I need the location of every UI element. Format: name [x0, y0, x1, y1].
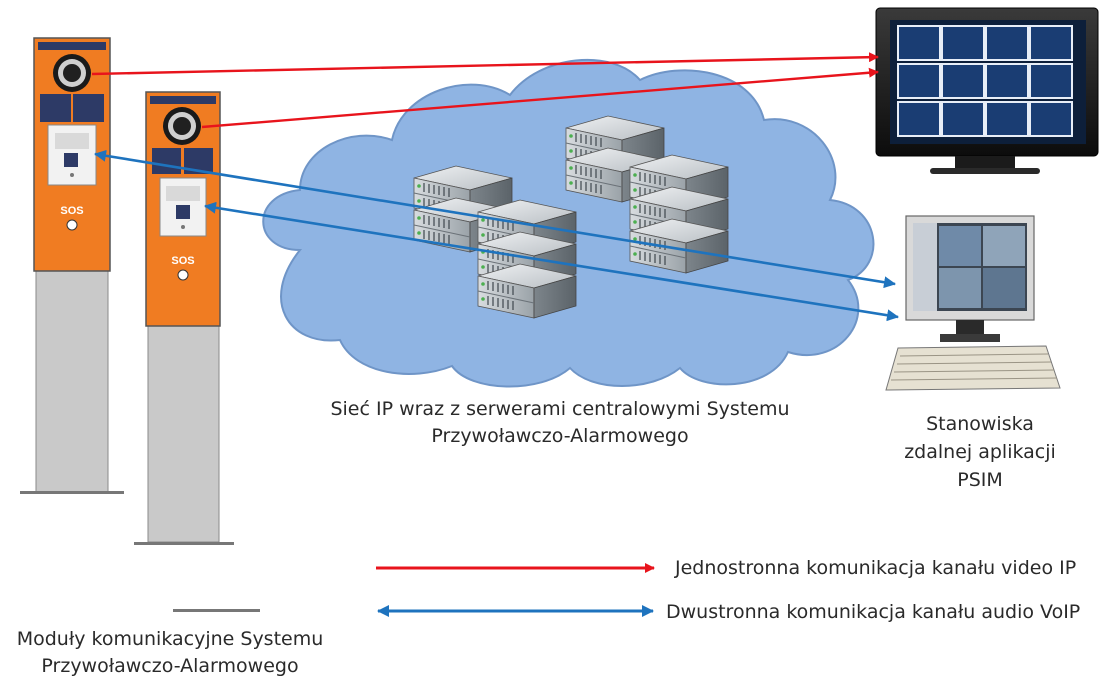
terminal-1-pillar: [35, 270, 109, 494]
call-terminal-1: SOS: [20, 37, 124, 494]
terminal-2-pillar: [147, 325, 220, 543]
cloud-label-line-2: Przywoławczo-Alarmowego: [431, 425, 689, 447]
video-links: [91, 52, 879, 129]
psim-workstation: [885, 215, 1061, 391]
modules-label-line-2: Przywoławczo-Alarmowego: [41, 655, 299, 677]
workstation-label-line-3: PSIM: [957, 469, 1003, 491]
terminal-2-camera: [163, 107, 201, 145]
workstation-label-line-1: Stanowiska: [926, 413, 1034, 435]
terminal-1-camera: [53, 54, 91, 92]
cloud-label: Sieć IP wraz z serwerami centralowymi Sy…: [310, 396, 810, 450]
audio-arrow-terminal-2: [204, 201, 899, 322]
video-arrow-terminal-1: [91, 52, 879, 76]
terminal-2-base: [134, 542, 234, 545]
workstation-label: Stanowiska zdalnej aplikacji PSIM: [880, 410, 1080, 494]
terminal-1-sos-label: SOS: [60, 205, 83, 217]
call-terminal-2: SOS: [134, 91, 234, 545]
terminal-legend-line: [173, 609, 260, 612]
terminal-2-sos-label: SOS: [171, 255, 194, 267]
modules-label: Moduły komunikacyjne Systemu Przywoławcz…: [0, 626, 340, 680]
audio-links: [94, 149, 899, 322]
workstation-label-line-2: zdalnej aplikacji: [904, 441, 1056, 463]
legend-audio-text: Dwustronna komunikacja kanału audio VoIP: [666, 601, 1081, 623]
keyboard-icon: [885, 345, 1061, 391]
video-arrow-terminal-2: [201, 67, 879, 129]
terminal-2-sos-button[interactable]: [177, 269, 189, 281]
terminal-1-base: [20, 491, 124, 494]
terminal-1-sos-button[interactable]: [66, 219, 78, 231]
video-grid-icon: [897, 25, 1073, 137]
modules-label-line-1: Moduły komunikacyjne Systemu: [16, 628, 324, 650]
legend-video-text: Jednostronna komunikacja kanału video IP: [675, 557, 1077, 579]
video-wall-monitor: [875, 7, 1099, 174]
cloud-label-line-1: Sieć IP wraz z serwerami centralowymi Sy…: [330, 398, 790, 420]
